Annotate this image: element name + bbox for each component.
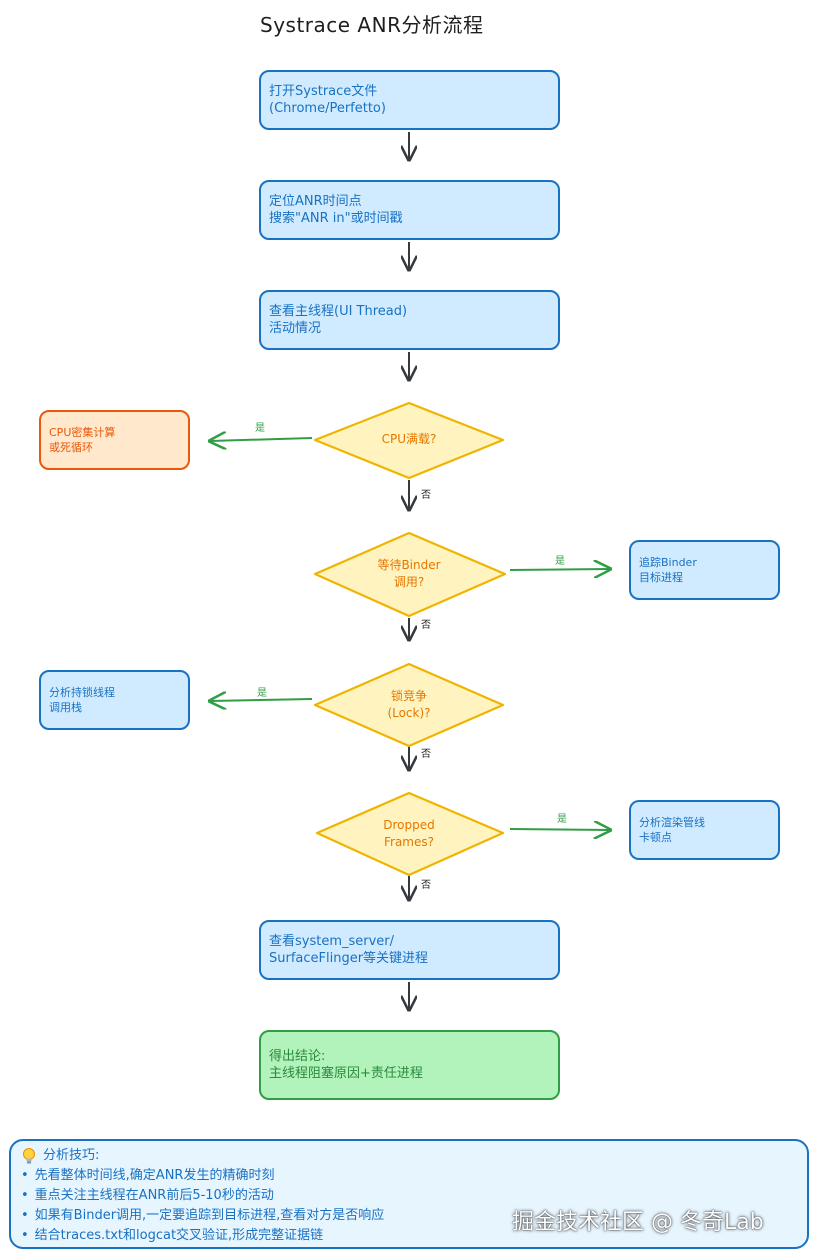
arrow-lock-yes <box>210 699 313 701</box>
diagram-title: Systrace ANR分析流程 <box>260 13 484 37</box>
node-frames-result: 分析渲染管线 卡顿点 <box>629 800 780 860</box>
decision-line: 等待Binder <box>377 558 441 572</box>
node-main-thread: 查看主线程(UI Thread) 活动情况 <box>259 290 560 350</box>
node-line: 分析持锁线程 <box>49 686 115 699</box>
lightbulb-icon <box>23 1148 35 1164</box>
node-line: 搜索"ANR in"或时间戳 <box>269 211 403 226</box>
decision-line: 锁竞争 <box>390 689 427 703</box>
node-line: 或死循环 <box>49 441 93 454</box>
node-line: 调用栈 <box>49 701 82 714</box>
decision-binder-label: 等待Binder 调用? <box>349 557 469 591</box>
decision-cpu-shape <box>313 401 505 480</box>
node-open-file: 打开Systrace文件 (Chrome/Perfetto) <box>259 70 560 130</box>
edge-label-lock-no: 否 <box>421 749 431 760</box>
node-system-server: 查看system_server/ SurfaceFlinger等关键进程 <box>259 920 560 980</box>
edge-label-lock-yes: 是 <box>257 688 267 699</box>
decision-line: (Lock)? <box>387 706 431 720</box>
arrow-cpu-yes <box>210 438 313 441</box>
arrow-binder-yes <box>509 569 610 570</box>
decision-frames-label: Dropped Frames? <box>349 817 469 851</box>
decision-lock-shape <box>313 662 505 748</box>
node-cpu-result: CPU密集计算 或死循环 <box>39 410 190 470</box>
arrow-frames-yes <box>509 829 610 830</box>
tip-item: 先看整体时间线,确定ANR发生的精确时刻 <box>21 1166 797 1186</box>
edge-label-cpu-yes: 是 <box>255 423 265 434</box>
node-line: CPU密集计算 <box>49 426 116 439</box>
node-binder-result: 追踪Binder 目标进程 <box>629 540 780 600</box>
node-lock-result: 分析持锁线程 调用栈 <box>39 670 190 730</box>
tip-item: 结合traces.txt和logcat交叉验证,形成完整证据链 <box>21 1226 797 1246</box>
node-line: 目标进程 <box>639 571 683 584</box>
edge-label-frames-yes: 是 <box>557 814 567 825</box>
decision-line: Frames? <box>383 835 434 849</box>
node-line: 定位ANR时间点 <box>269 194 362 209</box>
watermark: 掘金技术社区 @ 冬奇Lab <box>512 1210 764 1235</box>
edge-label-binder-no: 否 <box>421 620 431 631</box>
tips-box: 分析技巧: 先看整体时间线,确定ANR发生的精确时刻 重点关注主线程在ANR前后… <box>9 1139 809 1249</box>
node-line: 卡顿点 <box>639 831 672 844</box>
tip-item: 重点关注主线程在ANR前后5-10秒的活动 <box>21 1186 797 1206</box>
node-line: 分析渲染管线 <box>639 816 705 829</box>
node-line: 打开Systrace文件 <box>269 84 378 99</box>
tips-title: 分析技巧: <box>43 1148 100 1163</box>
node-locate-anr: 定位ANR时间点 搜索"ANR in"或时间戳 <box>259 180 560 240</box>
decision-binder-shape <box>313 531 507 618</box>
node-line: 查看system_server/ <box>269 934 395 949</box>
tip-item: 如果有Binder调用,一定要追踪到目标进程,查看对方是否响应 <box>21 1206 797 1226</box>
node-line: SurfaceFlinger等关键进程 <box>269 951 429 966</box>
node-conclusion: 得出结论: 主线程阻塞原因+责任进程 <box>259 1030 560 1100</box>
node-line: 查看主线程(UI Thread) <box>269 304 408 319</box>
edge-label-cpu-no: 否 <box>421 490 431 501</box>
decision-lock-label: 锁竞争 (Lock)? <box>349 688 469 722</box>
edge-label-binder-yes: 是 <box>555 556 565 567</box>
edge-label-frames-no: 否 <box>421 880 431 891</box>
node-line: 得出结论: <box>269 1049 326 1064</box>
decision-line: CPU满载? <box>381 432 437 446</box>
decision-frames-shape <box>315 791 505 877</box>
decision-line: 调用? <box>393 575 425 589</box>
node-line: (Chrome/Perfetto) <box>269 101 386 116</box>
node-line: 活动情况 <box>269 321 322 336</box>
node-line: 追踪Binder <box>639 556 697 569</box>
decision-line: Dropped <box>383 818 435 832</box>
decision-cpu-label: CPU满载? <box>349 431 469 448</box>
tips-header: 分析技巧: <box>21 1146 797 1166</box>
node-line: 主线程阻塞原因+责任进程 <box>269 1066 423 1081</box>
tips-list: 先看整体时间线,确定ANR发生的精确时刻 重点关注主线程在ANR前后5-10秒的… <box>21 1166 797 1246</box>
